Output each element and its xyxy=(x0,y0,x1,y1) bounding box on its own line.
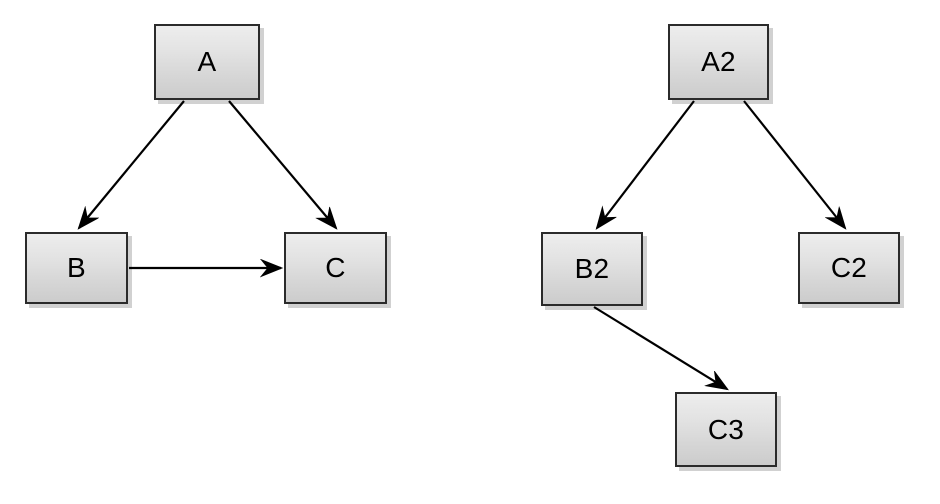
node-c[interactable]: C xyxy=(284,232,387,304)
edge-a-b xyxy=(79,100,185,228)
edges-group xyxy=(79,100,845,389)
node-label-a: A xyxy=(197,46,217,77)
node-label-b2: B2 xyxy=(574,253,610,284)
edge-a2-b2 xyxy=(597,100,695,228)
node-label-b: B xyxy=(67,252,86,283)
node-b2[interactable]: B2 xyxy=(541,232,643,306)
edge-a2-c2 xyxy=(743,100,845,228)
node-label-c: C xyxy=(325,252,346,283)
node-a[interactable]: A xyxy=(154,24,260,100)
node-a2[interactable]: A2 xyxy=(668,24,769,100)
node-label-c2: C2 xyxy=(830,252,868,283)
node-label-c3: C3 xyxy=(707,413,745,445)
node-c2[interactable]: C2 xyxy=(798,232,900,304)
node-b[interactable]: B xyxy=(25,232,128,304)
node-c3[interactable]: C3 xyxy=(675,392,777,467)
edge-a-c xyxy=(228,100,336,228)
node-label-a2: A2 xyxy=(701,46,736,77)
edge-b2-c3 xyxy=(593,306,727,389)
